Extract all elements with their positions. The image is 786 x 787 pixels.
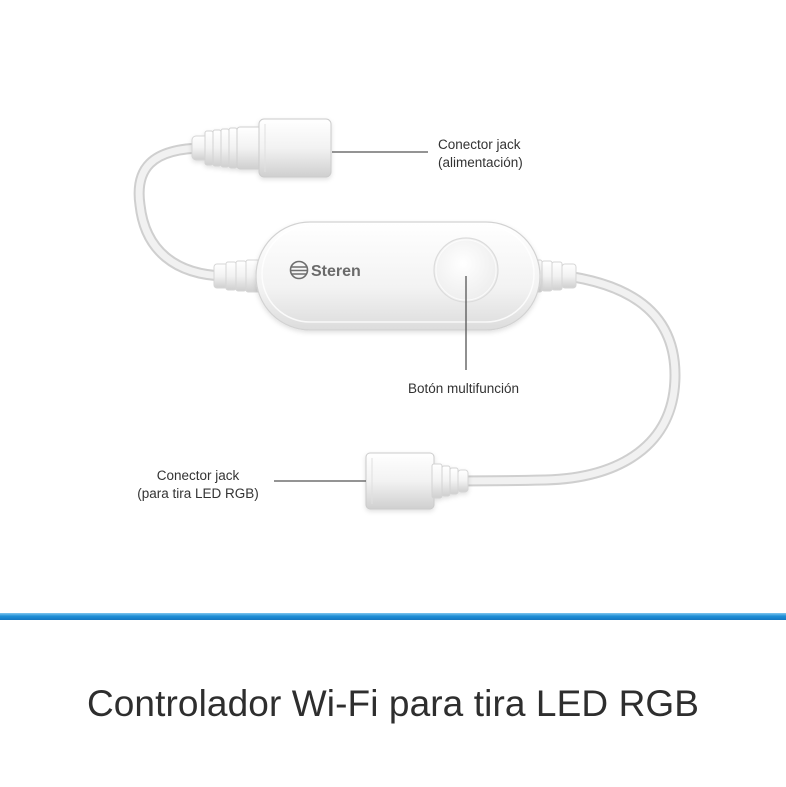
callout-power-line2: (alimentación) xyxy=(438,155,523,170)
brand-label: Steren xyxy=(311,263,361,280)
steren-logo: Steren xyxy=(289,260,361,280)
callout-button-label: Botón multifunción xyxy=(408,381,520,396)
page-title: Controlador Wi-Fi para tira LED RGB xyxy=(86,683,700,724)
callout-rgb-connector: Conector jack (para tira LED RGB) xyxy=(130,467,266,503)
callout-rgb-line1: Conector jack xyxy=(156,468,240,483)
accent-divider xyxy=(0,613,786,620)
rgb-connector xyxy=(365,452,469,510)
callout-multifunction-button: Botón multifunción xyxy=(408,380,519,398)
cable xyxy=(133,142,681,487)
callout-power-connector: Conector jack (alimentación) xyxy=(438,136,523,172)
callout-power-line1: Conector jack xyxy=(438,137,521,152)
leader-lines xyxy=(274,151,467,482)
body-strain-relief-left xyxy=(213,259,261,293)
controller-illustration: Steren xyxy=(133,118,681,510)
callout-rgb-line2: (para tira LED RGB) xyxy=(137,486,259,501)
power-jack-connector xyxy=(191,118,332,178)
